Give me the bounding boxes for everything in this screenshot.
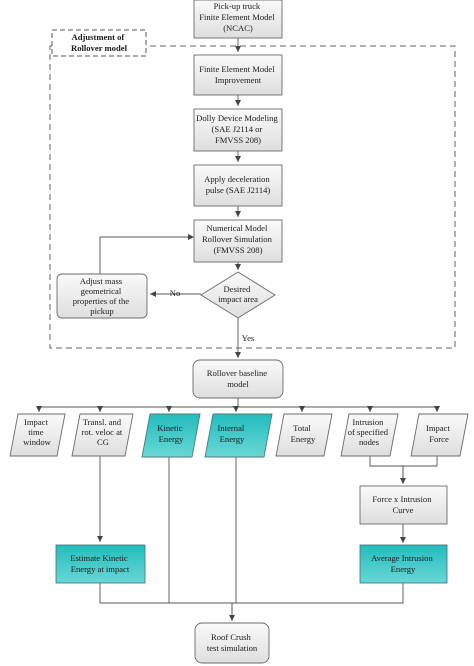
intrusion-line-3: nodes [359, 437, 380, 447]
node-desired: Desired impact area [200, 271, 276, 319]
average-line-1: Average Intrusion [371, 553, 433, 563]
impact-force-line-1: Impact [426, 423, 450, 433]
decel-line-1: Apply deceleration [204, 174, 270, 184]
impact-force-text: Impact Force [426, 423, 452, 444]
node-impact-time: Impact time window [9, 413, 66, 457]
impact-time-line-3: window [23, 437, 51, 447]
node-adjust-mass: Adjust mass geometrical properties of th… [56, 273, 148, 319]
internal-line-1: Internal [218, 423, 245, 433]
dolly-line-2: (SAE J2114 or [212, 124, 263, 134]
edge-estimate-roof [99, 583, 233, 620]
transl-line-3: CG [97, 437, 109, 447]
node-internal[interactable]: Internal Energy [204, 413, 273, 458]
numerical-line-2: Rollover Simulation [202, 234, 273, 244]
edge-intrusion-force [369, 456, 404, 484]
node-impact-force: Impact Force [410, 413, 469, 457]
internal-text: Internal Energy [218, 423, 247, 444]
node-kinetic[interactable]: Kinetic Energy [141, 413, 201, 458]
pickup-line-2: Finite Element Model [199, 12, 275, 22]
impact-time-line-1: Impact [24, 417, 48, 427]
adjust-line-3: properties of the [73, 296, 130, 306]
impact-time-line-2: time [28, 427, 43, 437]
transl-line-2: rot. veloc at [82, 427, 123, 437]
numerical-line-1: Numerical Model [206, 223, 267, 233]
force-line-1: Force x Intrusion [372, 494, 432, 504]
edge-impactforce-force [403, 456, 438, 467]
edge-adjust-numerical [99, 234, 194, 274]
adjustment-line-1: Adjustment of [72, 32, 125, 42]
dolly-line-3: FMVSS 208) [215, 135, 261, 145]
node-total: Total Energy [275, 413, 333, 457]
node-fem-improvement: Finite Element Model Improvement [193, 54, 283, 96]
decel-text: Apply deceleration pulse (SAE J2114) [204, 174, 272, 195]
fem-line-2: Improvement [215, 75, 262, 85]
node-roof-crush: Roof Crush test simulation [194, 622, 270, 664]
adjust-line-1: Adjust mass [80, 276, 123, 286]
numerical-text: Numerical Model Rollover Simulation (FMV… [202, 223, 274, 255]
node-intrusion-nodes: Intrusion of specified nodes [340, 413, 399, 457]
total-line-1: Total [293, 423, 311, 433]
dolly-text: Dolly Device Modeling (SAE J2114 or FMVS… [196, 113, 280, 145]
intrusion-line-2: of specified [348, 427, 389, 437]
estimate-ke-text: Estimate Kinetic Energy at impact [70, 553, 130, 574]
kinetic-text: Kinetic Energy [157, 423, 184, 444]
node-force-intrusion: Force x Intrusion Curve [359, 485, 448, 525]
force-intrusion-text: Force x Intrusion Curve [372, 494, 433, 515]
baseline-line-1: Rollover baseline [207, 368, 268, 378]
decel-line-2: pulse (SAE J2114) [206, 185, 271, 195]
adjustment-label-text: Adjustment of Rollover model [71, 32, 128, 53]
node-pickup: Pick-up truck Finite Element Model (NCAC… [193, 0, 283, 39]
node-transl: Transl. and rot. veloc at CG [71, 413, 134, 457]
impact-force-line-2: Force [429, 434, 449, 444]
roof-line-2: test simulation [207, 643, 258, 653]
node-decel: Apply deceleration pulse (SAE J2114) [193, 164, 283, 207]
edge-label-no: No [170, 288, 181, 298]
transl-text: Transl. and rot. veloc at CG [82, 417, 125, 447]
node-estimate-ke[interactable]: Estimate Kinetic Energy at impact [55, 544, 146, 584]
desired-text: Desired impact area [218, 284, 258, 304]
estimate-line-1: Estimate Kinetic [70, 553, 128, 563]
roof-crush-text: Roof Crush test simulation [207, 632, 258, 653]
node-average-intrusion[interactable]: Average Intrusion Energy [359, 544, 448, 584]
kinetic-line-1: Kinetic [157, 423, 182, 433]
adjustment-line-2: Rollover model [71, 43, 128, 53]
impact-time-text: Impact time window [23, 417, 51, 447]
pickup-line-3: (NCAC) [223, 23, 253, 33]
adjust-mass-text: Adjust mass geometrical properties of th… [73, 276, 131, 316]
fem-improvement-text: Finite Element Model Improvement [199, 64, 277, 85]
pickup-line-1: Pick-up truck [214, 1, 261, 11]
total-text: Total Energy [291, 423, 316, 444]
edges [36, 38, 440, 621]
force-line-2: Curve [392, 505, 413, 515]
estimate-line-2: Energy at impact [71, 564, 130, 574]
intrusion-line-1: Intrusion [352, 417, 384, 427]
average-line-2: Energy [391, 564, 416, 574]
baseline-text: Rollover baseline model [207, 368, 270, 389]
average-intrusion-text: Average Intrusion Energy [371, 553, 435, 574]
adjust-line-2: geometrical [81, 286, 122, 296]
node-adjustment-label: Adjustment of Rollover model [51, 29, 147, 57]
transl-line-1: Transl. and [83, 417, 122, 427]
fem-line-1: Finite Element Model [199, 64, 275, 74]
node-baseline: Rollover baseline model [192, 359, 284, 399]
total-line-2: Energy [291, 434, 316, 444]
edge-average-roof [232, 583, 404, 604]
node-dolly: Dolly Device Modeling (SAE J2114 or FMVS… [193, 108, 283, 152]
desired-line-2: impact area [218, 294, 258, 304]
baseline-line-2: model [227, 379, 249, 389]
node-pickup-text: Pick-up truck Finite Element Model (NCAC… [199, 1, 277, 33]
kinetic-line-2: Energy [159, 434, 184, 444]
numerical-line-3: (FMVSS 208) [214, 245, 263, 255]
dolly-line-1: Dolly Device Modeling [196, 113, 278, 123]
adjustment-region [49, 45, 456, 349]
internal-line-2: Energy [220, 434, 245, 444]
node-numerical: Numerical Model Rollover Simulation (FMV… [193, 219, 283, 263]
desired-line-1: Desired [224, 284, 251, 294]
roof-line-1: Roof Crush [211, 632, 252, 642]
edge-label-yes: Yes [242, 333, 255, 343]
intrusion-nodes-text: Intrusion of specified nodes [348, 417, 390, 447]
adjust-line-4: pickup [90, 306, 113, 316]
